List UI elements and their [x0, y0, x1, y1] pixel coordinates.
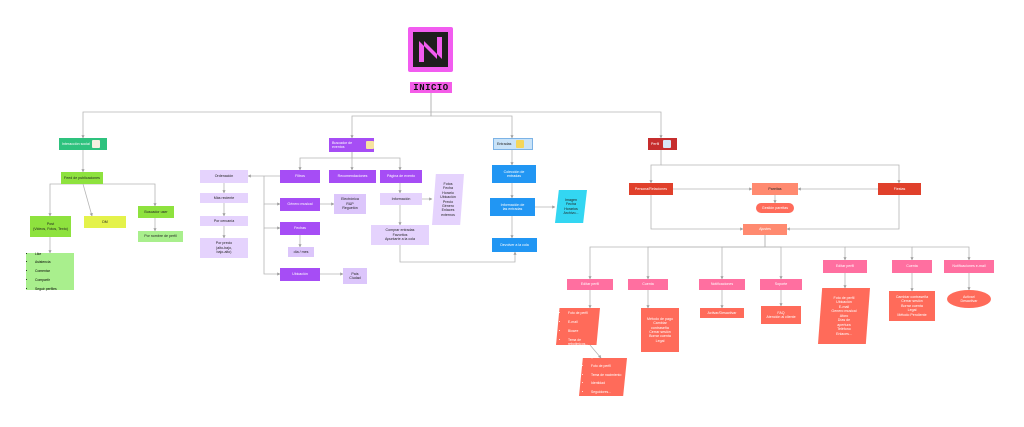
logo-letter-icon: [413, 32, 448, 67]
node-fechas: Fechas: [280, 222, 320, 235]
node-generos: Electrónica R&P Reguetón: [334, 194, 366, 214]
ticket-box-icon: [516, 140, 525, 148]
node-filtros: Filtros: [280, 170, 320, 183]
node-activar-desactivar-2: Activar/ Desactivar: [947, 290, 991, 308]
node-interaccion-social: Interacción social: [59, 138, 107, 150]
node-por-nombre: Por nombre de perfil: [138, 231, 183, 242]
node-devolver-cola: Devolver a la cola: [492, 238, 537, 252]
node-cuenta: Cuenta: [628, 279, 668, 290]
node-pagina-evento: Página de evento: [380, 170, 422, 183]
node-fiestas: Fiestas: [878, 183, 921, 195]
node-personas-relaciones: Persona/Relaciones: [629, 183, 673, 195]
node-feed: Feed de publicaciones: [61, 172, 103, 184]
node-gestion-pareitas: Gestión pareitas: [756, 203, 794, 213]
person-icon: [663, 140, 672, 148]
node-dm: DM: [84, 216, 126, 228]
node-mas-reciente: Más reciente: [200, 193, 248, 203]
node-post-actions: Like Asistencia Comentar Compartir Segui…: [26, 252, 74, 291]
node-cuenta-fiestas: Cuenta: [892, 260, 932, 273]
node-cuenta-fiestas-items: Cambiar contraseña Cerrar sesión Borrar …: [889, 291, 935, 321]
post-actions-list: Like Asistencia Comentar Compartir Segui…: [29, 247, 57, 296]
page-title: INICIO: [410, 82, 452, 93]
node-por-cercania: Por cercanía: [200, 216, 248, 226]
house-icon: [91, 140, 100, 148]
node-info-items: Fotos Fecha Horario Ubicación Precio Gén…: [432, 174, 464, 225]
node-coleccion-entradas: Colección de entradas: [492, 165, 536, 183]
node-pareitas: Pareitas: [752, 183, 798, 195]
node-dia-mes: día / mes: [288, 247, 314, 257]
node-editar-perfil: Editar perfil: [567, 279, 613, 290]
node-info-entradas-items: Imagen Fecha Horarios Archivo...: [555, 190, 587, 223]
node-perfil: Perfil: [648, 138, 677, 150]
node-pais-ciudad: País Ciudad: [343, 268, 367, 284]
node-fiestas-items: Foto de perfil Ubicación E-mail Genero m…: [818, 288, 870, 344]
node-soporte: Soporte: [760, 279, 802, 290]
node-ordenacion: Ordenación: [200, 170, 248, 183]
node-editar-perfil-fiestas: Editar perfil: [823, 260, 867, 273]
node-informacion: Información: [380, 193, 422, 205]
node-info-publica: Info publica: Foto de perfil Tema de nac…: [579, 358, 627, 396]
info-publica-list: Foto de perfil Tema de nacimiento Identi…: [585, 359, 621, 396]
node-post: Post (Videos, Fotos, Texto): [30, 216, 71, 237]
node-por-precio: Por precio (alto-bajo, bajo-alto): [200, 238, 248, 258]
node-notif-email: Notificaciones e-mail: [944, 260, 994, 273]
node-info-entradas: Información de las entradas: [490, 198, 535, 216]
magnifier-icon: [366, 141, 374, 149]
node-ubicacion: Ubicación: [280, 268, 320, 281]
node-cuenta-items: Método de pago Cambiar contraseña Cerrar…: [641, 308, 679, 352]
node-comprar-entradas: Comprar entradas Favoritos Apuntarte a l…: [371, 225, 429, 245]
node-info-privada: Info privada: Foto de perfil E-mail Biow…: [556, 308, 600, 345]
node-recomendaciones: Recomendaciones: [329, 170, 376, 183]
node-ajustes: Ajustes: [743, 224, 787, 235]
node-notificaciones: Notificaciones: [699, 279, 745, 290]
info-privada-list: Foto de perfil E-mail Biowre Tema de reb…: [562, 308, 600, 345]
node-buscador-user: Buscador user: [138, 206, 174, 218]
node-activar-desactivar: Activar/Desactivar: [700, 308, 744, 318]
node-buscador-eventos: Buscador de eventos: [329, 138, 374, 152]
node-soporte-items: FAQ Atención al cliente: [761, 306, 801, 324]
node-entradas: Entradas: [493, 138, 533, 150]
node-genero-musical: Género musical: [280, 198, 320, 211]
